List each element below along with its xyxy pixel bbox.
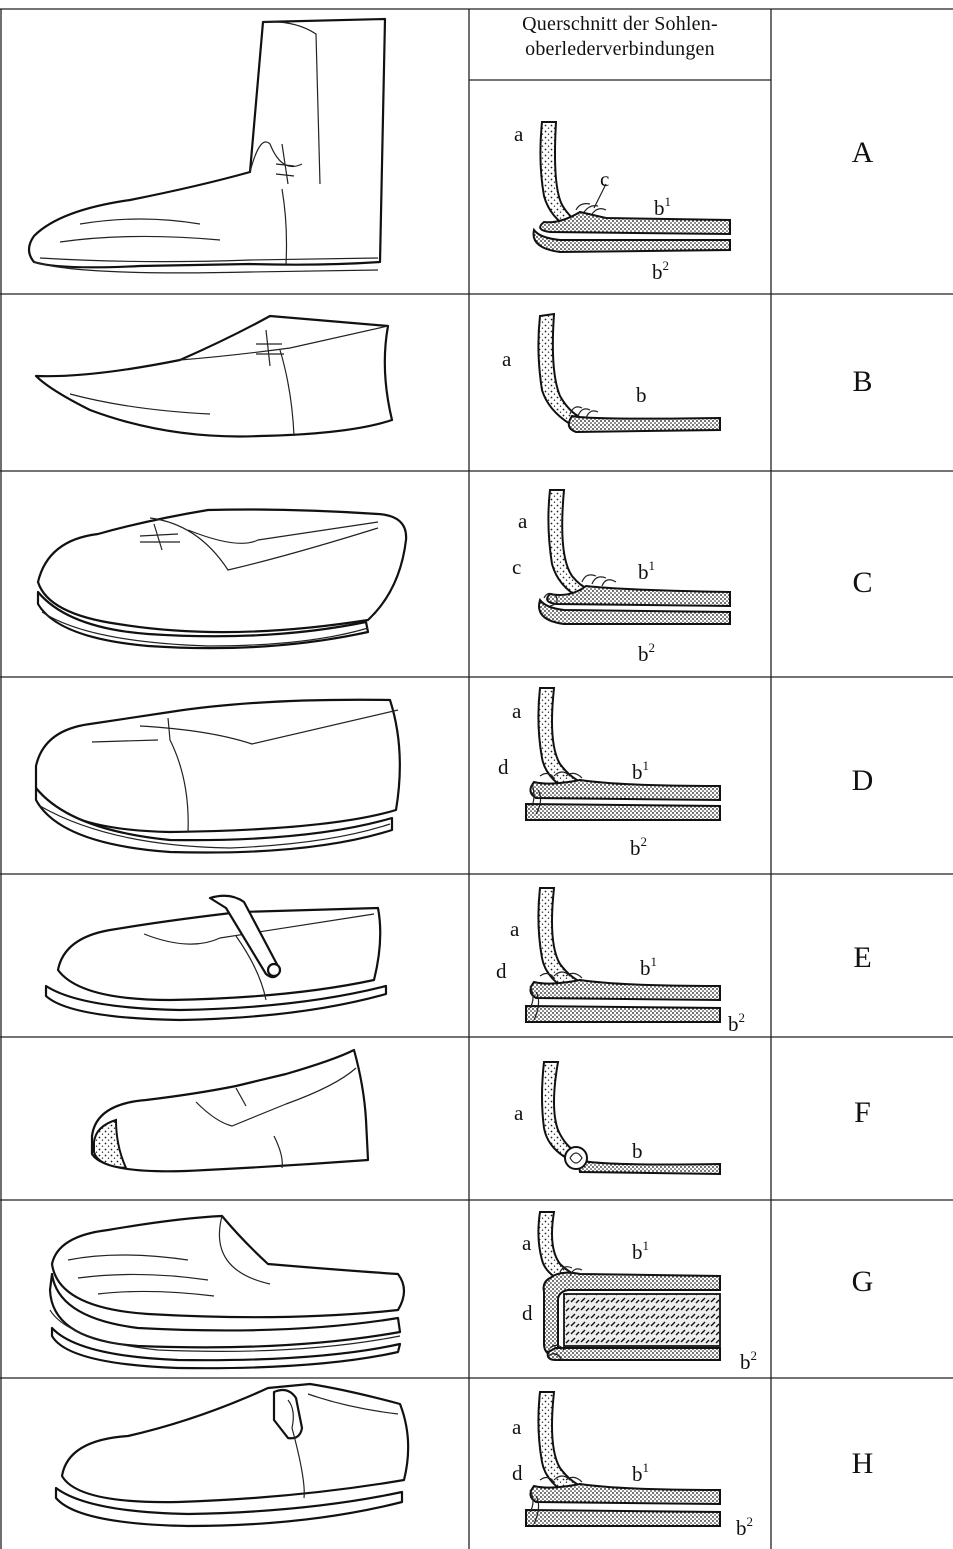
row-letter-a: A	[772, 136, 953, 170]
label-a-b2: b2	[652, 256, 669, 283]
label-h-b1: b1	[632, 1458, 649, 1485]
shoe-illustration-b	[30, 310, 430, 460]
row-letter-c: C	[772, 566, 953, 600]
label-d-b1: b1	[632, 756, 649, 783]
column-header: Querschnitt der Sohlen- oberlederverbind…	[469, 12, 771, 62]
header-line-2: oberlederverbindungen	[469, 37, 771, 62]
label-f-a: a	[514, 1102, 523, 1124]
label-c-c: c	[512, 556, 521, 578]
cross-section-b	[520, 312, 730, 442]
label-d-d: d	[498, 756, 509, 778]
label-c-b2: b2	[638, 638, 655, 665]
label-c-b1: b1	[638, 556, 655, 583]
label-f-b: b	[632, 1140, 643, 1162]
label-e-d: d	[496, 960, 507, 982]
label-e-b2: b2	[728, 1008, 745, 1035]
label-g-b2: b2	[740, 1346, 757, 1373]
cross-section-h	[520, 1388, 730, 1538]
label-d-b2: b2	[630, 832, 647, 859]
shoe-illustration-d	[30, 690, 410, 860]
label-a-b1: b1	[654, 192, 671, 219]
cross-section-c	[520, 486, 740, 636]
cross-section-f	[520, 1058, 730, 1188]
label-b-a: a	[502, 348, 511, 370]
shoe-illustration-c	[28, 500, 418, 660]
row-letter-e: E	[772, 941, 953, 975]
label-d-a: a	[512, 700, 521, 722]
label-h-d: d	[512, 1462, 523, 1484]
cross-section-g	[520, 1208, 740, 1368]
cross-section-d	[520, 684, 730, 834]
row-letter-h: H	[772, 1447, 953, 1481]
row-letter-b: B	[772, 365, 953, 399]
label-e-a: a	[510, 918, 519, 940]
label-g-b1: b1	[632, 1236, 649, 1263]
label-h-b2: b2	[736, 1512, 753, 1539]
shoe-illustration-g	[38, 1210, 418, 1370]
label-h-a: a	[512, 1416, 521, 1438]
label-g-a: a	[522, 1232, 531, 1254]
cross-section-a	[520, 112, 740, 262]
row-letter-f: F	[772, 1096, 953, 1130]
shoe-illustration-a	[20, 14, 450, 279]
shoe-illustration-f	[86, 1046, 386, 1186]
header-line-1: Querschnitt der Sohlen-	[469, 12, 771, 37]
label-e-b1: b1	[640, 952, 657, 979]
label-c-a: a	[518, 510, 527, 532]
label-b-b: b	[636, 384, 647, 406]
row-letter-d: D	[772, 764, 953, 798]
label-a-a: a	[514, 123, 523, 145]
label-g-d: d	[522, 1302, 533, 1324]
row-letter-g: G	[772, 1265, 953, 1299]
shoe-illustration-h	[48, 1380, 418, 1530]
cross-section-e	[520, 884, 730, 1030]
shoe-illustration-e	[40, 890, 390, 1030]
label-a-c: c	[600, 168, 609, 190]
